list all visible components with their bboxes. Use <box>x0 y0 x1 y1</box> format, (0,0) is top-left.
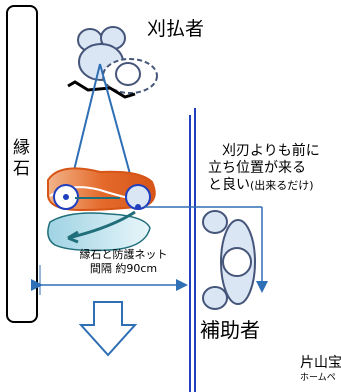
direction-arrow-icon <box>78 301 138 357</box>
brushcutter-blade <box>47 167 156 252</box>
curb <box>6 5 38 323</box>
assistant-figure <box>202 210 256 310</box>
operator-label: 刈払者 <box>147 18 205 40</box>
position-note: 刈刃よりも前に 立ち位置が来る と良い(出来るだけ) <box>208 143 320 193</box>
operator-figure <box>67 26 158 99</box>
gap-note: 縁石と防護ネット 間隔 約90cm <box>79 248 168 275</box>
assistant-label: 補助者 <box>200 318 260 342</box>
credit-text: 片山宝 ホームペ <box>300 355 341 383</box>
curb-label: 縁石 <box>13 138 30 179</box>
